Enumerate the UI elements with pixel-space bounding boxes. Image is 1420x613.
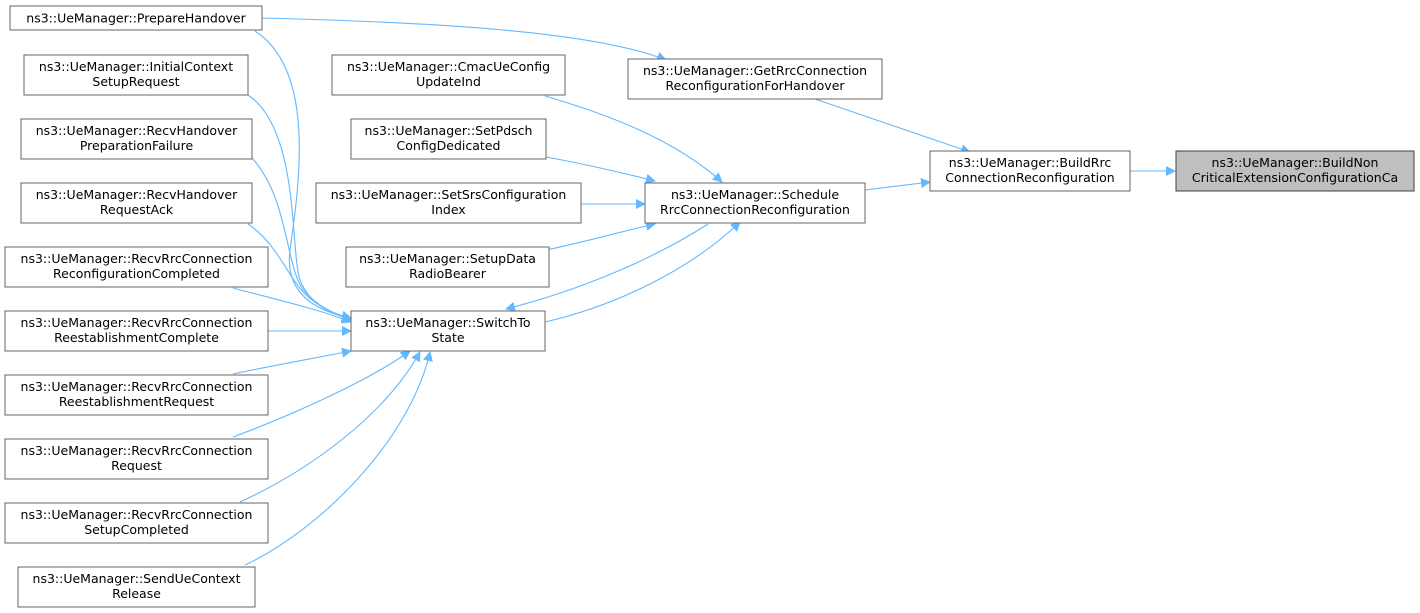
node-label-line2: SetupCompleted xyxy=(84,522,189,537)
node-get-rrc-connection-reconfiguration-for-handover[interactable]: ns3::UeManager::GetRrcConnection Reconfi… xyxy=(627,58,883,100)
node-label-line2: RadioBearer xyxy=(409,266,487,281)
edge-schedule-to-build-rrc xyxy=(864,178,931,191)
node-label-line2: ReconfigurationForHandover xyxy=(665,78,845,93)
node-label-line1: ns3::UeManager::BuildNon xyxy=(1212,155,1379,170)
node-recv-rrc-connection-request[interactable]: ns3::UeManager::RecvRrcConnection Reques… xyxy=(4,438,269,480)
node-label-line2: Release xyxy=(112,586,161,601)
node-label-line2: ReestablishmentRequest xyxy=(59,394,214,409)
node-set-srs-configuration-index[interactable]: ns3::UeManager::SetSrsConfiguration Inde… xyxy=(315,182,582,224)
node-recv-rrc-reestablishment-complete[interactable]: ns3::UeManager::RecvRrcConnection Reesta… xyxy=(4,310,269,352)
node-switch-to-state[interactable]: ns3::UeManager::SwitchTo State xyxy=(350,310,546,352)
edge-schedule-to-switch-to-state xyxy=(505,223,709,312)
edge-recv-ho-prep-failure-to-switch xyxy=(251,157,352,322)
node-label-line2: ConnectionReconfiguration xyxy=(945,170,1114,185)
node-recv-handover-preparation-failure[interactable]: ns3::UeManager::RecvHandover Preparation… xyxy=(20,118,253,160)
node-build-rrc-connection-reconfiguration[interactable]: ns3::UeManager::BuildRrc ConnectionRecon… xyxy=(929,150,1131,192)
edge-recv-rrc-setup-completed-to-switch xyxy=(239,351,421,503)
edge-cmac-to-schedule xyxy=(544,95,723,183)
node-schedule-rrc-connection-reconfiguration[interactable]: ns3::UeManager::Schedule RrcConnectionRe… xyxy=(644,182,866,224)
node-label: ns3::UeManager::PrepareHandover xyxy=(26,11,246,26)
node-initial-context-setup-request[interactable]: ns3::UeManager::InitialContext SetupRequ… xyxy=(23,54,249,96)
edge-prepare-handover-to-get-rrc-for-ho xyxy=(261,17,667,62)
edge-set-pdsch-to-schedule xyxy=(545,156,656,184)
node-set-pdsch-config-dedicated[interactable]: ns3::UeManager::SetPdsch ConfigDedicated xyxy=(350,118,547,160)
node-build-non-critical-extension-configuration-ca[interactable]: ns3::UeManager::BuildNon CriticalExtensi… xyxy=(1175,150,1415,192)
node-label-line1: ns3::UeManager::SetupData xyxy=(359,251,536,266)
nodes: ns3::UeManager::PrepareHandover ns3::UeM… xyxy=(4,5,1415,608)
node-label-line1: ns3::UeManager::SetPdsch xyxy=(365,123,533,138)
node-label-line2: RrcConnectionReconfiguration xyxy=(660,202,850,217)
node-label-line1: ns3::UeManager::InitialContext xyxy=(39,59,233,74)
node-cmac-ue-config-update-ind[interactable]: ns3::UeManager::CmacUeConfig UpdateInd xyxy=(331,54,566,96)
node-label-line1: ns3::UeManager::RecvHandover xyxy=(36,123,238,138)
edge-recv-rrc-reconf-completed-to-switch xyxy=(232,287,352,324)
node-label-line1: ns3::UeManager::SendUeContext xyxy=(33,571,241,586)
node-label-line2: PreparationFailure xyxy=(80,138,194,153)
node-label-line2: CriticalExtensionConfigurationCa xyxy=(1192,170,1398,185)
node-label-line1: ns3::UeManager::RecvRrcConnection xyxy=(21,443,253,458)
edges xyxy=(232,17,1176,566)
node-label-line2: SetupRequest xyxy=(92,74,179,89)
node-label-line1: ns3::UeManager::RecvRrcConnection xyxy=(21,315,253,330)
node-label-line1: ns3::UeManager::SwitchTo xyxy=(365,315,530,330)
node-label-line1: ns3::UeManager::RecvRrcConnection xyxy=(21,379,253,394)
node-label-line1: ns3::UeManager::RecvRrcConnection xyxy=(21,251,253,266)
edge-switch-to-state-to-schedule xyxy=(544,221,741,323)
node-label-line1: ns3::UeManager::SetSrsConfiguration xyxy=(331,187,567,202)
node-recv-handover-request-ack[interactable]: ns3::UeManager::RecvHandover RequestAck xyxy=(20,182,253,224)
node-label-line2: Request xyxy=(111,458,162,473)
node-label-line1: ns3::UeManager::RecvRrcConnection xyxy=(21,507,253,522)
node-recv-rrc-reconfiguration-completed[interactable]: ns3::UeManager::RecvRrcConnection Reconf… xyxy=(4,246,269,288)
node-label-line1: ns3::UeManager::CmacUeConfig xyxy=(347,59,550,74)
node-label-line2: RequestAck xyxy=(100,202,174,217)
node-label-line1: ns3::UeManager::Schedule xyxy=(671,187,839,202)
edge-prepare-handover-to-switch xyxy=(254,30,352,322)
node-send-ue-context-release[interactable]: ns3::UeManager::SendUeContext Release xyxy=(17,566,256,608)
node-recv-rrc-setup-completed[interactable]: ns3::UeManager::RecvRrcConnection SetupC… xyxy=(4,502,269,544)
node-label-line1: ns3::UeManager::GetRrcConnection xyxy=(643,63,867,78)
node-label-line1: ns3::UeManager::BuildRrc xyxy=(949,155,1112,170)
edge-send-ue-context-release-to-switch xyxy=(244,351,433,566)
node-label-line2: UpdateInd xyxy=(416,74,481,89)
edge-get-rrc-for-ho-to-build-rrc xyxy=(814,98,971,154)
edge-recv-rrc-reest-request-to-switch xyxy=(232,347,352,375)
node-prepare-handover[interactable]: ns3::UeManager::PrepareHandover xyxy=(9,5,263,31)
node-label-line2: ReconfigurationCompleted xyxy=(53,266,220,281)
node-label-line2: Index xyxy=(431,202,465,217)
edge-setup-drb-to-schedule xyxy=(545,221,656,251)
node-label-line2: ConfigDedicated xyxy=(397,138,501,153)
edge-recv-rrc-request-to-switch xyxy=(232,350,411,438)
edge-recv-ho-request-ack-to-switch xyxy=(247,223,352,323)
node-label-line1: ns3::UeManager::RecvHandover xyxy=(36,187,238,202)
node-label-line2: State xyxy=(431,330,464,345)
node-recv-rrc-reestablishment-request[interactable]: ns3::UeManager::RecvRrcConnection Reesta… xyxy=(4,374,269,416)
node-setup-data-radio-bearer[interactable]: ns3::UeManager::SetupData RadioBearer xyxy=(345,246,550,288)
node-label-line2: ReestablishmentComplete xyxy=(54,330,219,345)
